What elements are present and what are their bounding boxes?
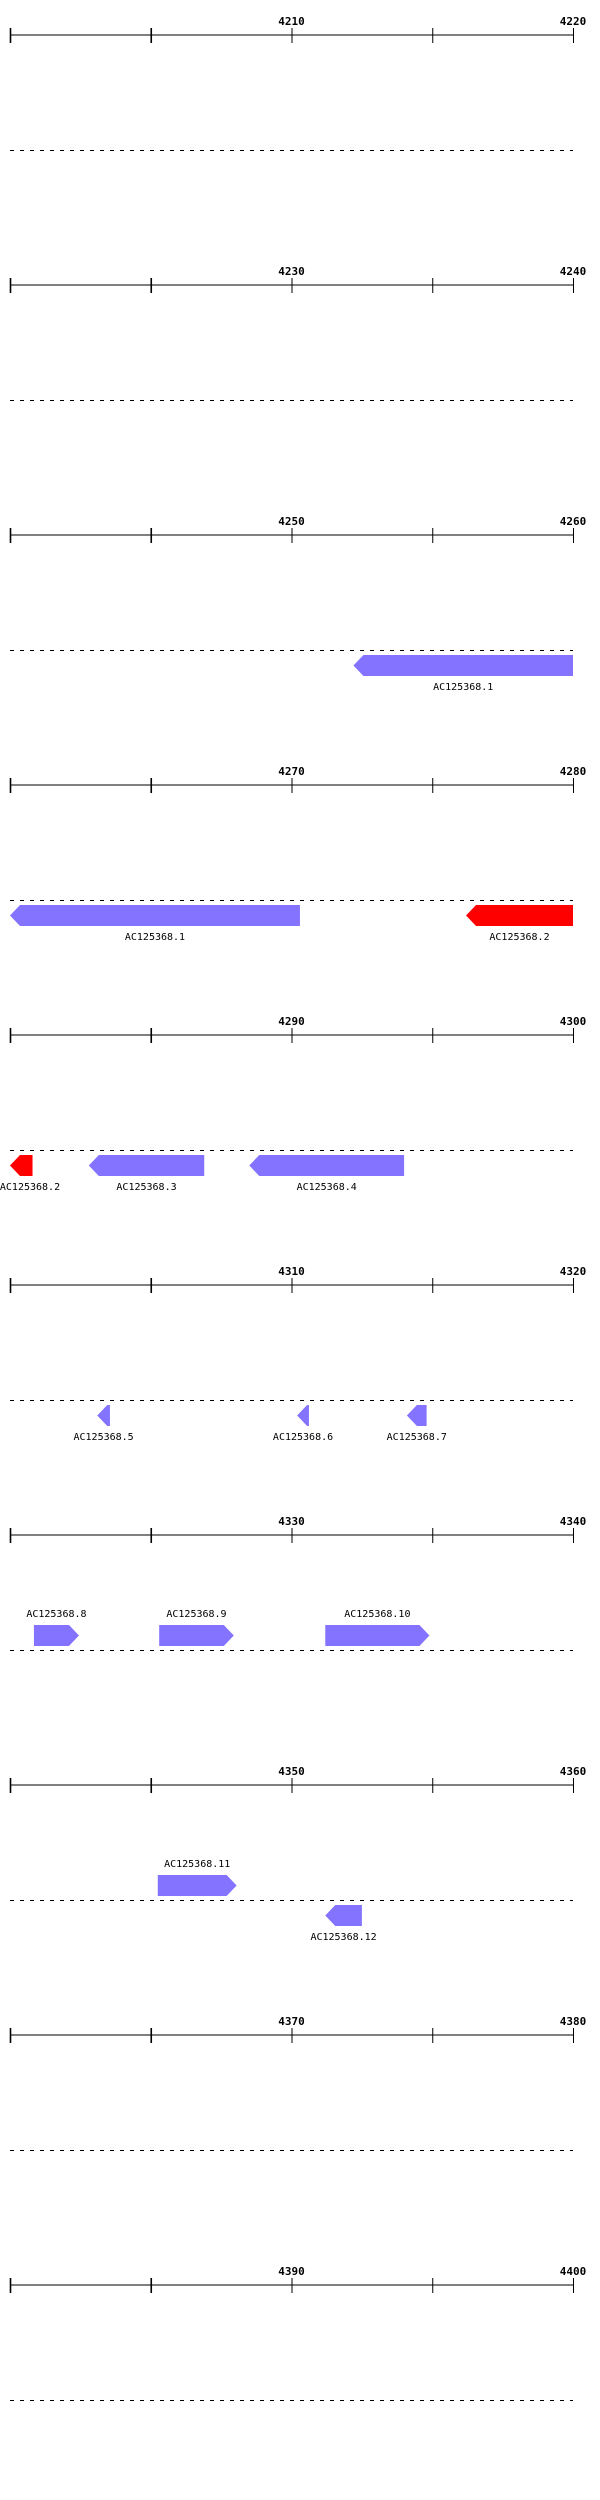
feature: AC125368.11 <box>157 1859 237 1896</box>
feature-label: AC125368.2 <box>489 932 549 943</box>
tick-label: 4360 <box>560 1765 587 1778</box>
tick-label: 4220 <box>560 15 587 28</box>
tick-label: 4340 <box>560 1515 587 1528</box>
ruler-row: 4370 4380 <box>9 2015 587 2151</box>
reverse-arrow-icon <box>10 1155 33 1176</box>
feature: AC125368.6 <box>273 1405 333 1443</box>
reverse-arrow-icon <box>353 655 573 676</box>
tick-label: 4240 <box>560 265 587 278</box>
ruler-row: 4210 4220 <box>9 15 587 151</box>
reverse-arrow-icon <box>325 1905 362 1926</box>
reverse-arrow-icon <box>466 905 573 926</box>
tick-label: 4330 <box>278 1515 305 1528</box>
tick-label: 4210 <box>278 15 305 28</box>
feature: AC125368.2 <box>0 1155 60 1193</box>
feature: AC125368.5 <box>73 1405 134 1443</box>
reverse-arrow-icon <box>88 1155 205 1176</box>
tick-label: 4390 <box>278 2265 305 2278</box>
ruler-row: 4390 4400 <box>9 2265 587 2401</box>
feature: AC125368.3 <box>88 1155 205 1193</box>
ruler-row: 4250 4260 <box>9 515 587 651</box>
feature-label: AC125368.3 <box>116 1182 176 1193</box>
tick-label: 4370 <box>278 2015 305 2028</box>
tick-label: 4290 <box>278 1015 305 1028</box>
ruler-row: 4310 4320 <box>9 1265 587 1401</box>
feature-label: AC125368.5 <box>73 1432 133 1443</box>
feature-label: AC125368.12 <box>310 1932 376 1943</box>
feature: AC125368.12 <box>310 1905 377 1943</box>
reverse-arrow-icon <box>406 1405 427 1426</box>
feature: AC125368.1 <box>10 905 300 943</box>
reverse-arrow-icon <box>10 905 300 926</box>
feature-label: AC125368.4 <box>297 1182 357 1193</box>
feature: AC125368.1 <box>353 655 573 693</box>
tick-label: 4350 <box>278 1765 305 1778</box>
feature-label: AC125368.10 <box>344 1609 410 1620</box>
ruler-row: 4270 4280 <box>9 765 587 901</box>
tick-label: 4400 <box>560 2265 587 2278</box>
forward-arrow-icon <box>157 1875 237 1896</box>
ruler-row: 4230 4240 <box>9 265 587 401</box>
tick-label: 4270 <box>278 765 305 778</box>
tick-label: 4310 <box>278 1265 305 1278</box>
reverse-arrow-icon <box>297 1405 309 1426</box>
feature-label: AC125368.1 <box>125 932 185 943</box>
feature-label: AC125368.6 <box>273 1432 333 1443</box>
tick-label: 4380 <box>560 2015 587 2028</box>
forward-arrow-icon <box>33 1625 79 1646</box>
feature: AC125368.9 <box>159 1609 234 1646</box>
forward-arrow-icon <box>159 1625 234 1646</box>
feature-label: AC125368.11 <box>164 1859 230 1870</box>
feature-label: AC125368.8 <box>26 1609 86 1620</box>
feature: AC125368.10 <box>325 1609 430 1646</box>
feature-label: AC125368.2 <box>0 1182 60 1193</box>
feature: AC125368.8 <box>26 1609 87 1646</box>
ruler-row: 4330 4340 <box>9 1515 587 1651</box>
forward-arrow-icon <box>325 1625 430 1646</box>
tick-label: 4300 <box>560 1015 587 1028</box>
reverse-arrow-icon <box>249 1155 405 1176</box>
feature: AC125368.4 <box>249 1155 405 1193</box>
tick-label: 4230 <box>278 265 305 278</box>
reverse-arrow-icon <box>97 1405 110 1426</box>
feature-label: AC125368.7 <box>387 1432 447 1443</box>
feature-label: AC125368.1 <box>433 682 493 693</box>
tick-label: 4320 <box>560 1265 587 1278</box>
ruler-row: 4290 4300 <box>9 1015 587 1151</box>
feature: AC125368.7 <box>387 1405 447 1443</box>
tick-label: 4280 <box>560 765 587 778</box>
feature-label: AC125368.9 <box>166 1609 226 1620</box>
ruler-row: 4350 4360 <box>9 1765 587 1901</box>
tick-label: 4260 <box>560 515 587 528</box>
feature: AC125368.2 <box>466 905 573 943</box>
tick-label: 4250 <box>278 515 305 528</box>
